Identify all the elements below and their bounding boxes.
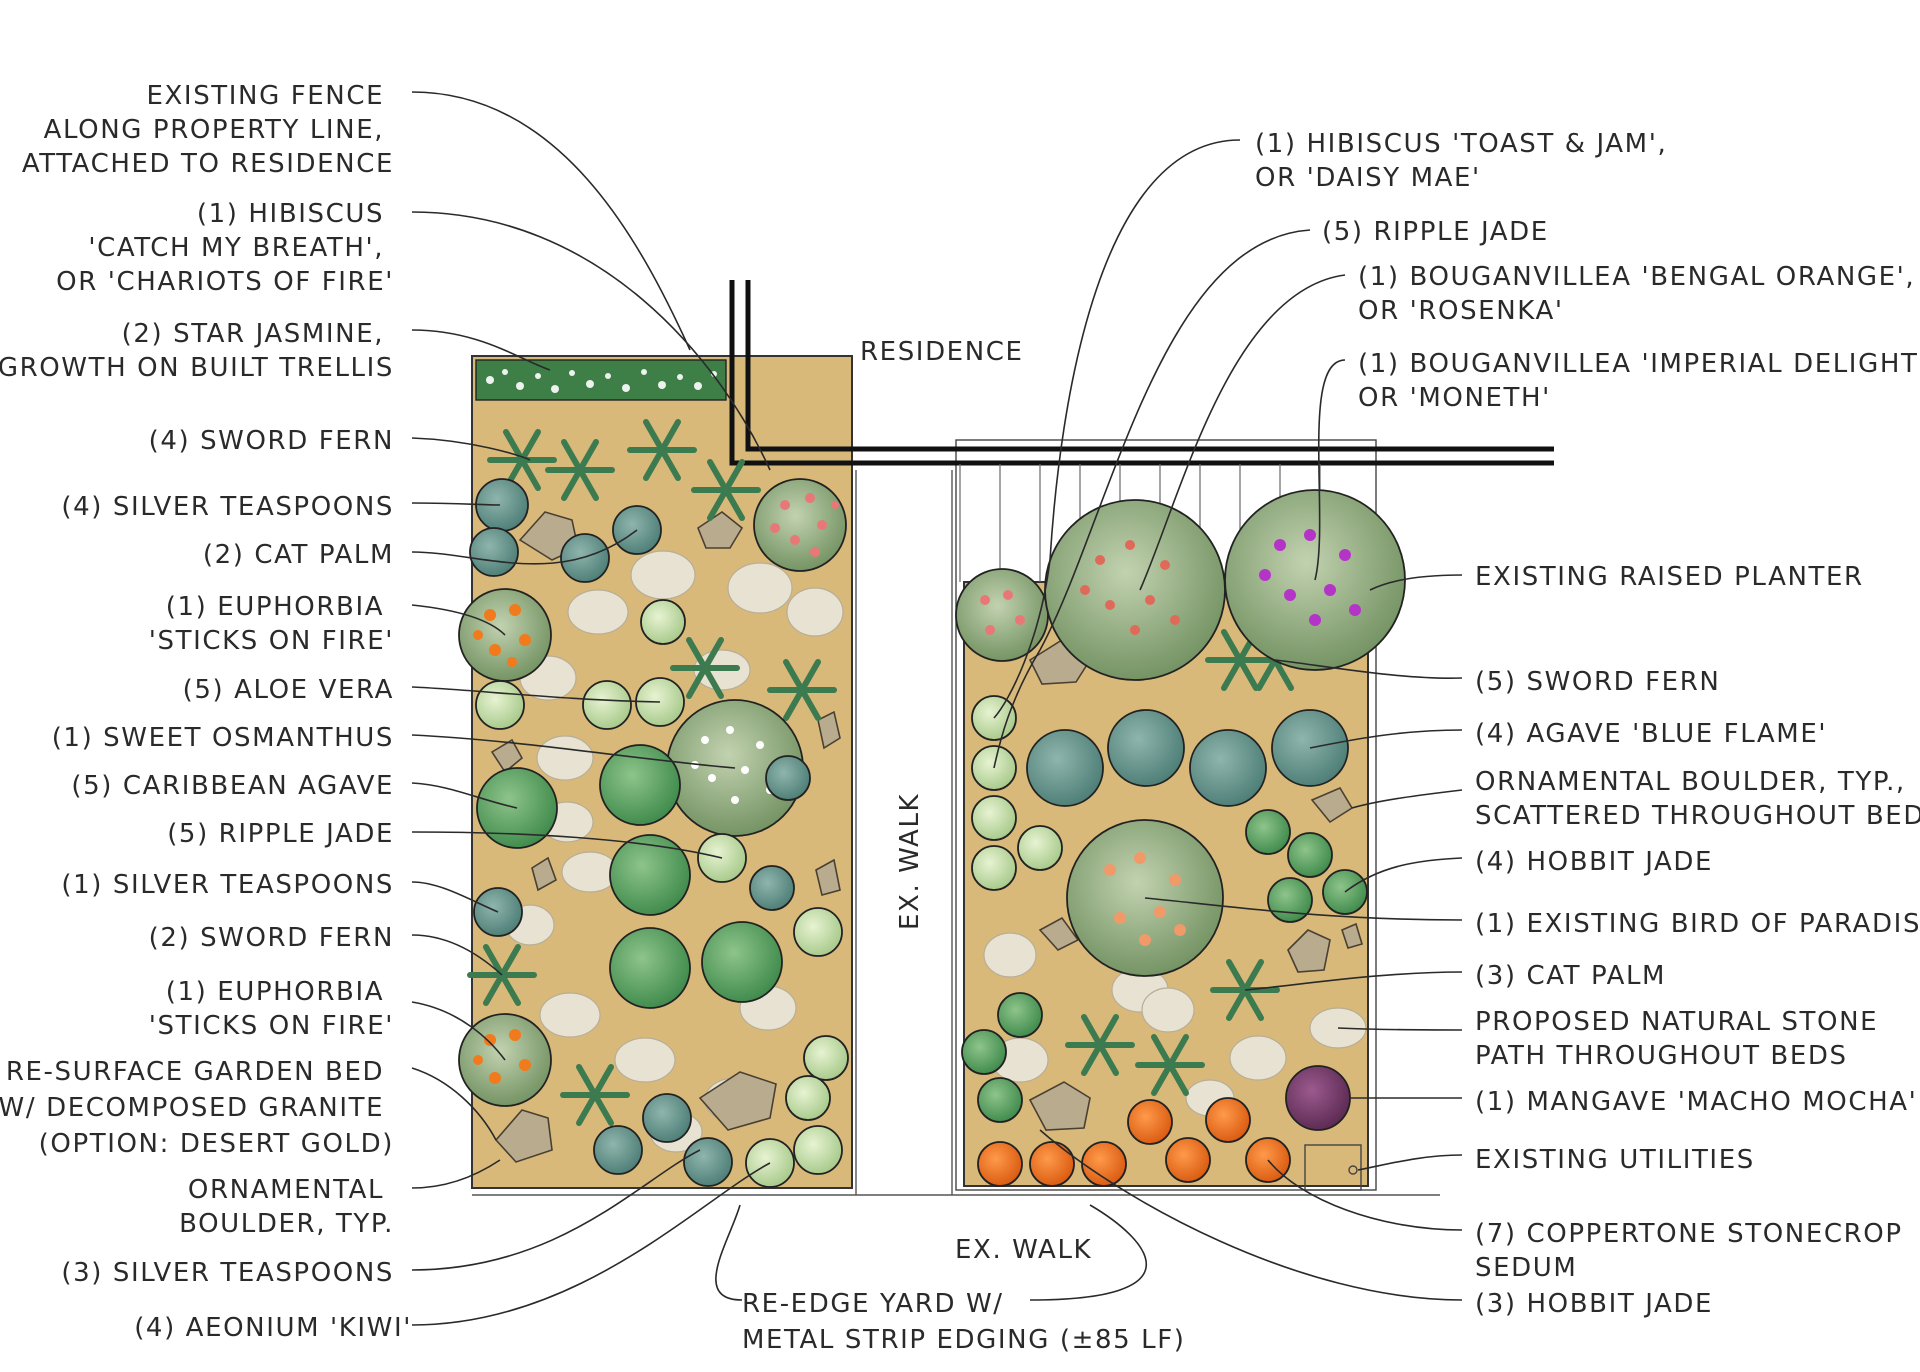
succulents xyxy=(469,478,1368,1188)
callout-hibiscus-catch-my-breath: (1) HIBISCUS 'CATCH MY BREATH', OR 'CHAR… xyxy=(56,199,394,297)
callout-bird-of-paradise: (1) EXISTING BIRD OF PARADISE xyxy=(1475,909,1920,939)
callout-hobbit-jade-3: (3) HOBBIT JADE xyxy=(1475,1289,1713,1319)
callout-sweet-osmanthus: (1) SWEET OSMANTHUS xyxy=(52,723,394,753)
callout-bouganvillea-imperial: (1) BOUGANVILLEA 'IMPERIAL DELIGHT', OR … xyxy=(1358,349,1920,413)
right-callouts: EXISTING RAISED PLANTER (5) SWORD FERN (… xyxy=(1475,562,1920,1319)
top-right-callouts: (1) HIBISCUS 'TOAST & JAM', OR 'DAISY MA… xyxy=(1255,129,1920,413)
callout-existing-fence: EXISTING FENCE ALONG PROPERTY LINE, ATTA… xyxy=(22,81,394,179)
leader-lines xyxy=(411,91,1463,1326)
callout-sword-fern-4: (4) SWORD FERN xyxy=(149,426,394,456)
callout-resurface-garden-bed: RE-SURFACE GARDEN BED W/ DECOMPOSED GRAN… xyxy=(0,1057,394,1159)
callout-ripple-jade-left: (5) RIPPLE JADE xyxy=(167,819,394,849)
ex-walk-vertical-label: EX. WALK xyxy=(895,793,925,930)
callout-cat-palm-3: (3) CAT PALM xyxy=(1475,961,1666,991)
star-jasmine-trellis xyxy=(486,369,717,393)
callout-stone-path: PROPOSED NATURAL STONE PATH THROUGHOUT B… xyxy=(1475,1007,1888,1071)
callout-euphorbia-1: (1) EUPHORBIA 'STICKS ON FIRE' xyxy=(149,592,394,656)
callout-bouganvillea-bengal: (1) BOUGANVILLEA 'BENGAL ORANGE', OR 'RO… xyxy=(1358,262,1920,326)
callout-hobbit-jade-4: (4) HOBBIT JADE xyxy=(1475,847,1713,877)
callout-hibiscus-toast-jam: (1) HIBISCUS 'TOAST & JAM', OR 'DAISY MA… xyxy=(1255,129,1677,193)
residence-label: RESIDENCE xyxy=(860,337,1024,367)
callout-re-edge-yard: RE-EDGE YARD W/ METAL STRIP EDGING (±85 … xyxy=(742,1289,1186,1355)
callout-cat-palm-2: (2) CAT PALM xyxy=(203,540,394,570)
callout-sword-fern-2: (2) SWORD FERN xyxy=(149,923,394,953)
callout-mangave: (1) MANGAVE 'MACHO MOCHA' xyxy=(1475,1087,1917,1117)
callout-silver-teaspoons-1: (1) SILVER TEASPOONS xyxy=(61,870,394,900)
callout-aeonium-kiwi: (4) AEONIUM 'KIWI' xyxy=(134,1313,412,1343)
left-callouts: EXISTING FENCE ALONG PROPERTY LINE, ATTA… xyxy=(0,81,412,1343)
sword-ferns xyxy=(467,419,1310,1126)
callout-silver-teaspoons-4: (4) SILVER TEASPOONS xyxy=(61,492,394,522)
callout-star-jasmine: (2) STAR JASMINE, GROWTH ON BUILT TRELLI… xyxy=(0,319,394,383)
callout-ornamental-boulder: ORNAMENTAL BOULDER, TYP. xyxy=(179,1175,394,1239)
ex-walk-bottom-label: EX. WALK xyxy=(955,1235,1092,1265)
callout-coppertone-stonecrop: (7) COPPERTONE STONECROP SEDUM xyxy=(1475,1219,1913,1283)
callout-agave-blue-flame: (4) AGAVE 'BLUE FLAME' xyxy=(1475,719,1827,749)
callout-euphorbia-2: (1) EUPHORBIA 'STICKS ON FIRE' xyxy=(149,977,394,1041)
callout-sword-fern-5: (5) SWORD FERN xyxy=(1475,667,1720,697)
callout-ripple-jade-5: (5) RIPPLE JADE xyxy=(1322,217,1549,247)
callout-existing-utilities: EXISTING UTILITIES xyxy=(1475,1145,1755,1175)
callout-caribbean-agave: (5) CARIBBEAN AGAVE xyxy=(71,771,394,801)
callout-aloe-vera: (5) ALOE VERA xyxy=(183,675,394,705)
callout-existing-raised-planter: EXISTING RAISED PLANTER xyxy=(1475,562,1864,592)
callout-ornamental-boulder-scattered: ORNAMENTAL BOULDER, TYP., SCATTERED THRO… xyxy=(1475,767,1920,831)
callout-silver-teaspoons-3: (3) SILVER TEASPOONS xyxy=(61,1258,394,1288)
